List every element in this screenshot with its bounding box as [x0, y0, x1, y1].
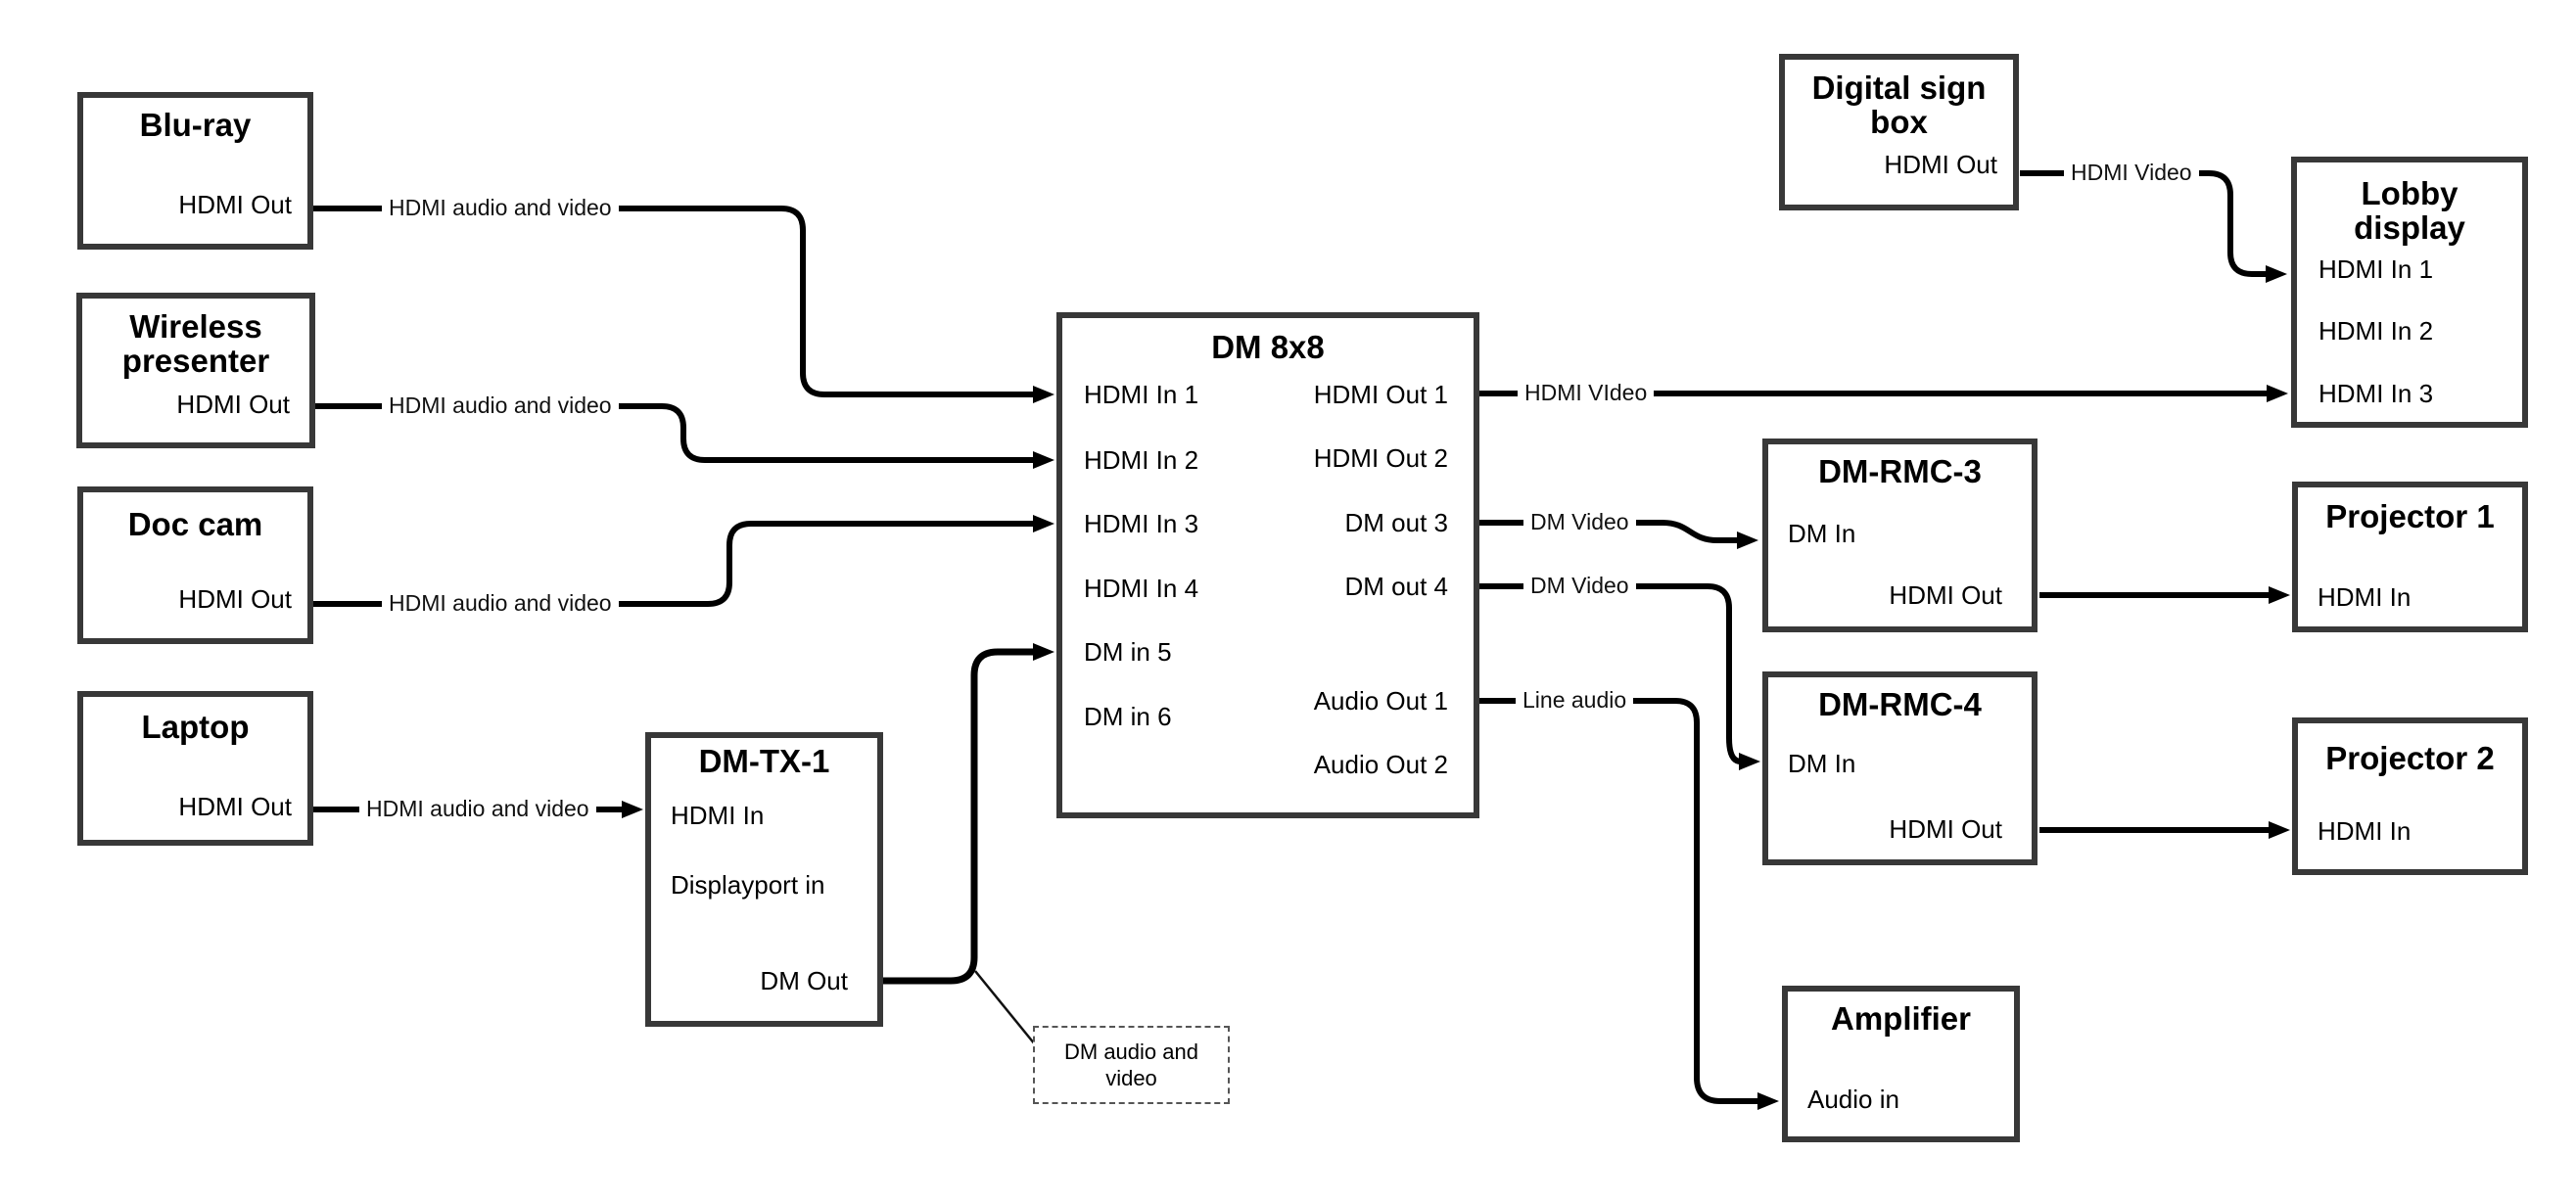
port-hdmi-out: HDMI Out	[178, 190, 292, 219]
port-hdmi-out-1: HDMI Out 1	[1313, 380, 1448, 409]
port-hdmi-in-3: HDMI In 3	[1084, 509, 1199, 538]
device-title-line2: presenter	[121, 343, 270, 379]
cable-label-dm-video-4: DM Video	[1523, 572, 1636, 599]
cable-bluray-to-dm8x8-in1	[313, 206, 1054, 403]
cable-label-dm-video-3: DM Video	[1523, 508, 1636, 535]
cable-label-wireless-av: HDMI audio and video	[382, 392, 619, 419]
device-box-laptop: Laptop HDMI Out	[77, 691, 313, 846]
port-dm-in-6: DM in 6	[1084, 702, 1172, 731]
device-title-line2: display	[2354, 209, 2465, 246]
port-hdmi-in: HDMI In	[2318, 816, 2412, 846]
device-title-line2: box	[1870, 104, 1928, 140]
cable-label-doccam-av: HDMI audio and video	[382, 589, 619, 617]
port-audio-out-1: Audio Out 1	[1313, 686, 1448, 716]
port-hdmi-in-2: HDMI In 2	[1084, 445, 1199, 475]
cable-label-line-audio: Line audio	[1516, 686, 1634, 714]
port-dm-in: DM In	[1788, 519, 1856, 548]
note-line1: DM audio and	[1064, 1039, 1198, 1064]
device-title: DM-RMC-4	[1818, 686, 1982, 722]
device-title-line1: Wireless	[129, 308, 262, 345]
cable-label-bluray-av: HDMI audio and video	[382, 194, 619, 221]
device-title: Blu-ray	[139, 107, 252, 143]
device-title-line1: Digital sign	[1811, 69, 1987, 106]
port-dm-out-4: DM out 4	[1344, 572, 1449, 601]
cable-dm8x8-out4-to-dmrmc4	[1479, 583, 1760, 770]
device-title: Wireless presenter	[82, 299, 309, 378]
port-dm-out: DM Out	[760, 966, 848, 995]
device-box-blu-ray: Blu-ray HDMI Out	[77, 92, 313, 250]
port-displayport-in: Displayport in	[671, 870, 825, 900]
device-title: Amplifier	[1830, 1000, 1972, 1037]
device-title: Digital sign box	[1785, 60, 2013, 139]
port-hdmi-in: HDMI In	[2318, 582, 2412, 612]
device-box-dm-8x8: DM 8x8 HDMI In 1 HDMI In 2 HDMI In 3 HDM…	[1056, 312, 1479, 818]
device-box-digital-sign: Digital sign box HDMI Out	[1779, 54, 2019, 210]
port-hdmi-in-2: HDMI In 2	[2318, 316, 2434, 346]
port-hdmi-in-1: HDMI In 1	[1084, 380, 1199, 409]
device-title: DM-RMC-3	[1818, 453, 1982, 489]
port-hdmi-out: HDMI Out	[178, 792, 292, 821]
device-title: Lobby display	[2297, 162, 2522, 245]
cable-dm8x8-audio1-to-amplifier	[1479, 698, 1779, 1110]
device-box-lobby-display: Lobby display HDMI In 1 HDMI In 2 HDMI I…	[2291, 157, 2528, 428]
device-box-doc-cam: Doc cam HDMI Out	[77, 486, 313, 644]
cable-label-laptop-av: HDMI audio and video	[359, 795, 596, 822]
device-box-wireless-presenter: Wireless presenter HDMI Out	[76, 293, 315, 448]
port-hdmi-out: HDMI Out	[1889, 814, 2002, 844]
cable-label-sign-hdmi-video: HDMI Video	[2064, 159, 2199, 186]
device-box-dm-tx-1: DM-TX-1 HDMI In Displayport in DM Out	[645, 732, 883, 1027]
device-box-projector-2: Projector 2 HDMI In	[2292, 717, 2528, 875]
device-title: Laptop	[141, 709, 250, 745]
device-title: Doc cam	[127, 506, 263, 542]
port-hdmi-out: HDMI Out	[1884, 150, 1997, 179]
device-box-dm-rmc-3: DM-RMC-3 DM In HDMI Out	[1762, 439, 2037, 632]
cable-label-hdmi-video-long: HDMI VIdeo	[1518, 379, 1655, 406]
port-hdmi-out: HDMI Out	[1889, 580, 2002, 610]
port-hdmi-in-4: HDMI In 4	[1084, 574, 1199, 603]
port-dm-in-5: DM in 5	[1084, 637, 1172, 667]
port-hdmi-out-2: HDMI Out 2	[1313, 443, 1448, 473]
device-box-dm-rmc-4: DM-RMC-4 DM In HDMI Out	[1762, 671, 2037, 865]
port-dm-in: DM In	[1788, 749, 1856, 778]
port-hdmi-in: HDMI In	[671, 801, 765, 830]
device-box-projector-1: Projector 1 HDMI In	[2292, 482, 2528, 632]
port-audio-in: Audio in	[1807, 1085, 1899, 1114]
device-title: Projector 1	[2325, 498, 2495, 534]
port-audio-out-2: Audio Out 2	[1313, 750, 1448, 779]
port-dm-out-3: DM out 3	[1344, 508, 1449, 537]
port-hdmi-in-3: HDMI In 3	[2318, 379, 2434, 408]
device-title: Projector 2	[2325, 740, 2495, 776]
note-line2: video	[1105, 1066, 1157, 1090]
note-dm-audio-and-video: DM audio and video	[1033, 1026, 1230, 1104]
device-title: DM 8x8	[1211, 329, 1325, 365]
port-hdmi-out: HDMI Out	[176, 390, 290, 419]
port-hdmi-in-1: HDMI In 1	[2318, 254, 2434, 284]
device-title: DM-TX-1	[698, 743, 830, 779]
note-callout-line	[974, 970, 1036, 1045]
port-hdmi-out: HDMI Out	[178, 584, 292, 614]
device-title-line1: Lobby	[2361, 175, 2459, 211]
cable-dmtx1-to-dm8x8-in5	[883, 643, 1054, 985]
device-box-amplifier: Amplifier Audio in	[1782, 986, 2020, 1142]
cable-sign-to-lobby-in1	[2020, 170, 2287, 283]
